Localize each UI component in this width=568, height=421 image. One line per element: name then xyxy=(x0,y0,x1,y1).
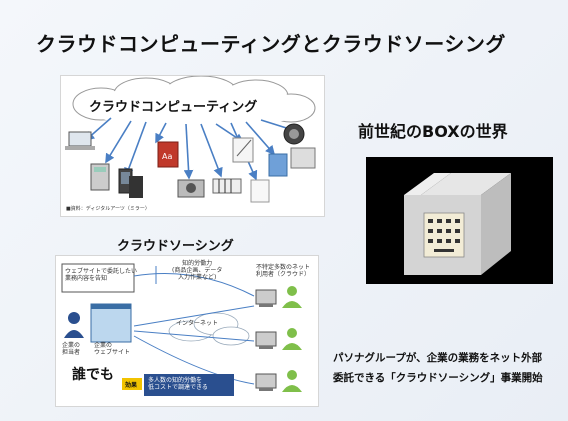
worker-computer-icon xyxy=(255,286,302,308)
news-caption: パソナグループが、企業の業務をネット外部 委託できる「クラウドソーシング」事業開… xyxy=(333,348,543,388)
calculator-icon xyxy=(90,163,110,191)
worker-computer-icon xyxy=(255,328,302,350)
effect-badge: 効果 xyxy=(125,382,138,389)
cloud-shape xyxy=(72,76,316,128)
anyone-label: 誰でも xyxy=(72,367,114,383)
keyboard-icon xyxy=(212,178,242,194)
company-person-label: 企業の 担当者 xyxy=(62,342,81,356)
caption-line-2: 委託できる「クラウドソーシング」事業開始 xyxy=(333,372,543,384)
cloud-computing-diagram: Aa クラウドコンピューティング ■資料：ディジタルア xyxy=(60,75,325,217)
effect-text: 多人数の知的労働を 低コストで調達できる xyxy=(148,377,208,391)
effect-badge-shape xyxy=(122,378,142,390)
book-icon: Aa xyxy=(157,141,179,168)
worker-computer-icon xyxy=(255,370,302,392)
note-box-text: ウェブサイトで委託したい 業務内容を告知 xyxy=(65,268,138,282)
svg-text:Aa: Aa xyxy=(162,152,172,161)
cloud-computing-illustration: Aa xyxy=(65,76,316,203)
workers-label: 不特定多数のネット 利用者（クラウド） xyxy=(256,264,311,278)
box-illustration-panel xyxy=(366,157,553,284)
crowdsourcing-illustration xyxy=(61,263,302,396)
camera-icon xyxy=(177,179,205,198)
slide-title: クラウドコンピューティングとクラウドソーシング xyxy=(36,32,506,56)
internet-cloud xyxy=(168,312,250,346)
clock-icon xyxy=(283,123,305,145)
pda-icon xyxy=(129,176,143,198)
printer-icon xyxy=(290,147,316,169)
image-credit: ■資料：ディジタルアーツ（ミラー） xyxy=(66,206,150,212)
server-box-illustration xyxy=(404,173,511,275)
effect-box xyxy=(144,374,234,396)
internet-label: インターネット xyxy=(176,320,219,327)
note-box xyxy=(61,263,135,293)
laptop-icon xyxy=(65,131,95,150)
crowdsourcing-diagram: ウェブサイトで委託したい 業務内容を告知 知的労働力 (商品企画、データ 入力作… xyxy=(55,255,319,407)
company-website xyxy=(90,303,132,343)
crowdsourcing-title: クラウドソーシング xyxy=(117,239,234,254)
cloud-label: クラウドコンピューティング xyxy=(89,100,258,115)
company-site-label: 企業の ウェブサイト xyxy=(94,342,131,356)
box-world-title: 前世紀のBOXの世界 xyxy=(358,122,508,141)
document-icon xyxy=(232,137,254,163)
storage-icon xyxy=(268,153,288,177)
company-person-icon xyxy=(64,312,84,338)
caption-line-1: パソナグループが、企業の業務をネット外部 xyxy=(333,352,543,364)
flow-arrows xyxy=(133,266,255,385)
knowledge-work-label: 知的労働力 (商品企画、データ 入力作業など) xyxy=(172,260,223,281)
paper-icon xyxy=(250,179,270,203)
